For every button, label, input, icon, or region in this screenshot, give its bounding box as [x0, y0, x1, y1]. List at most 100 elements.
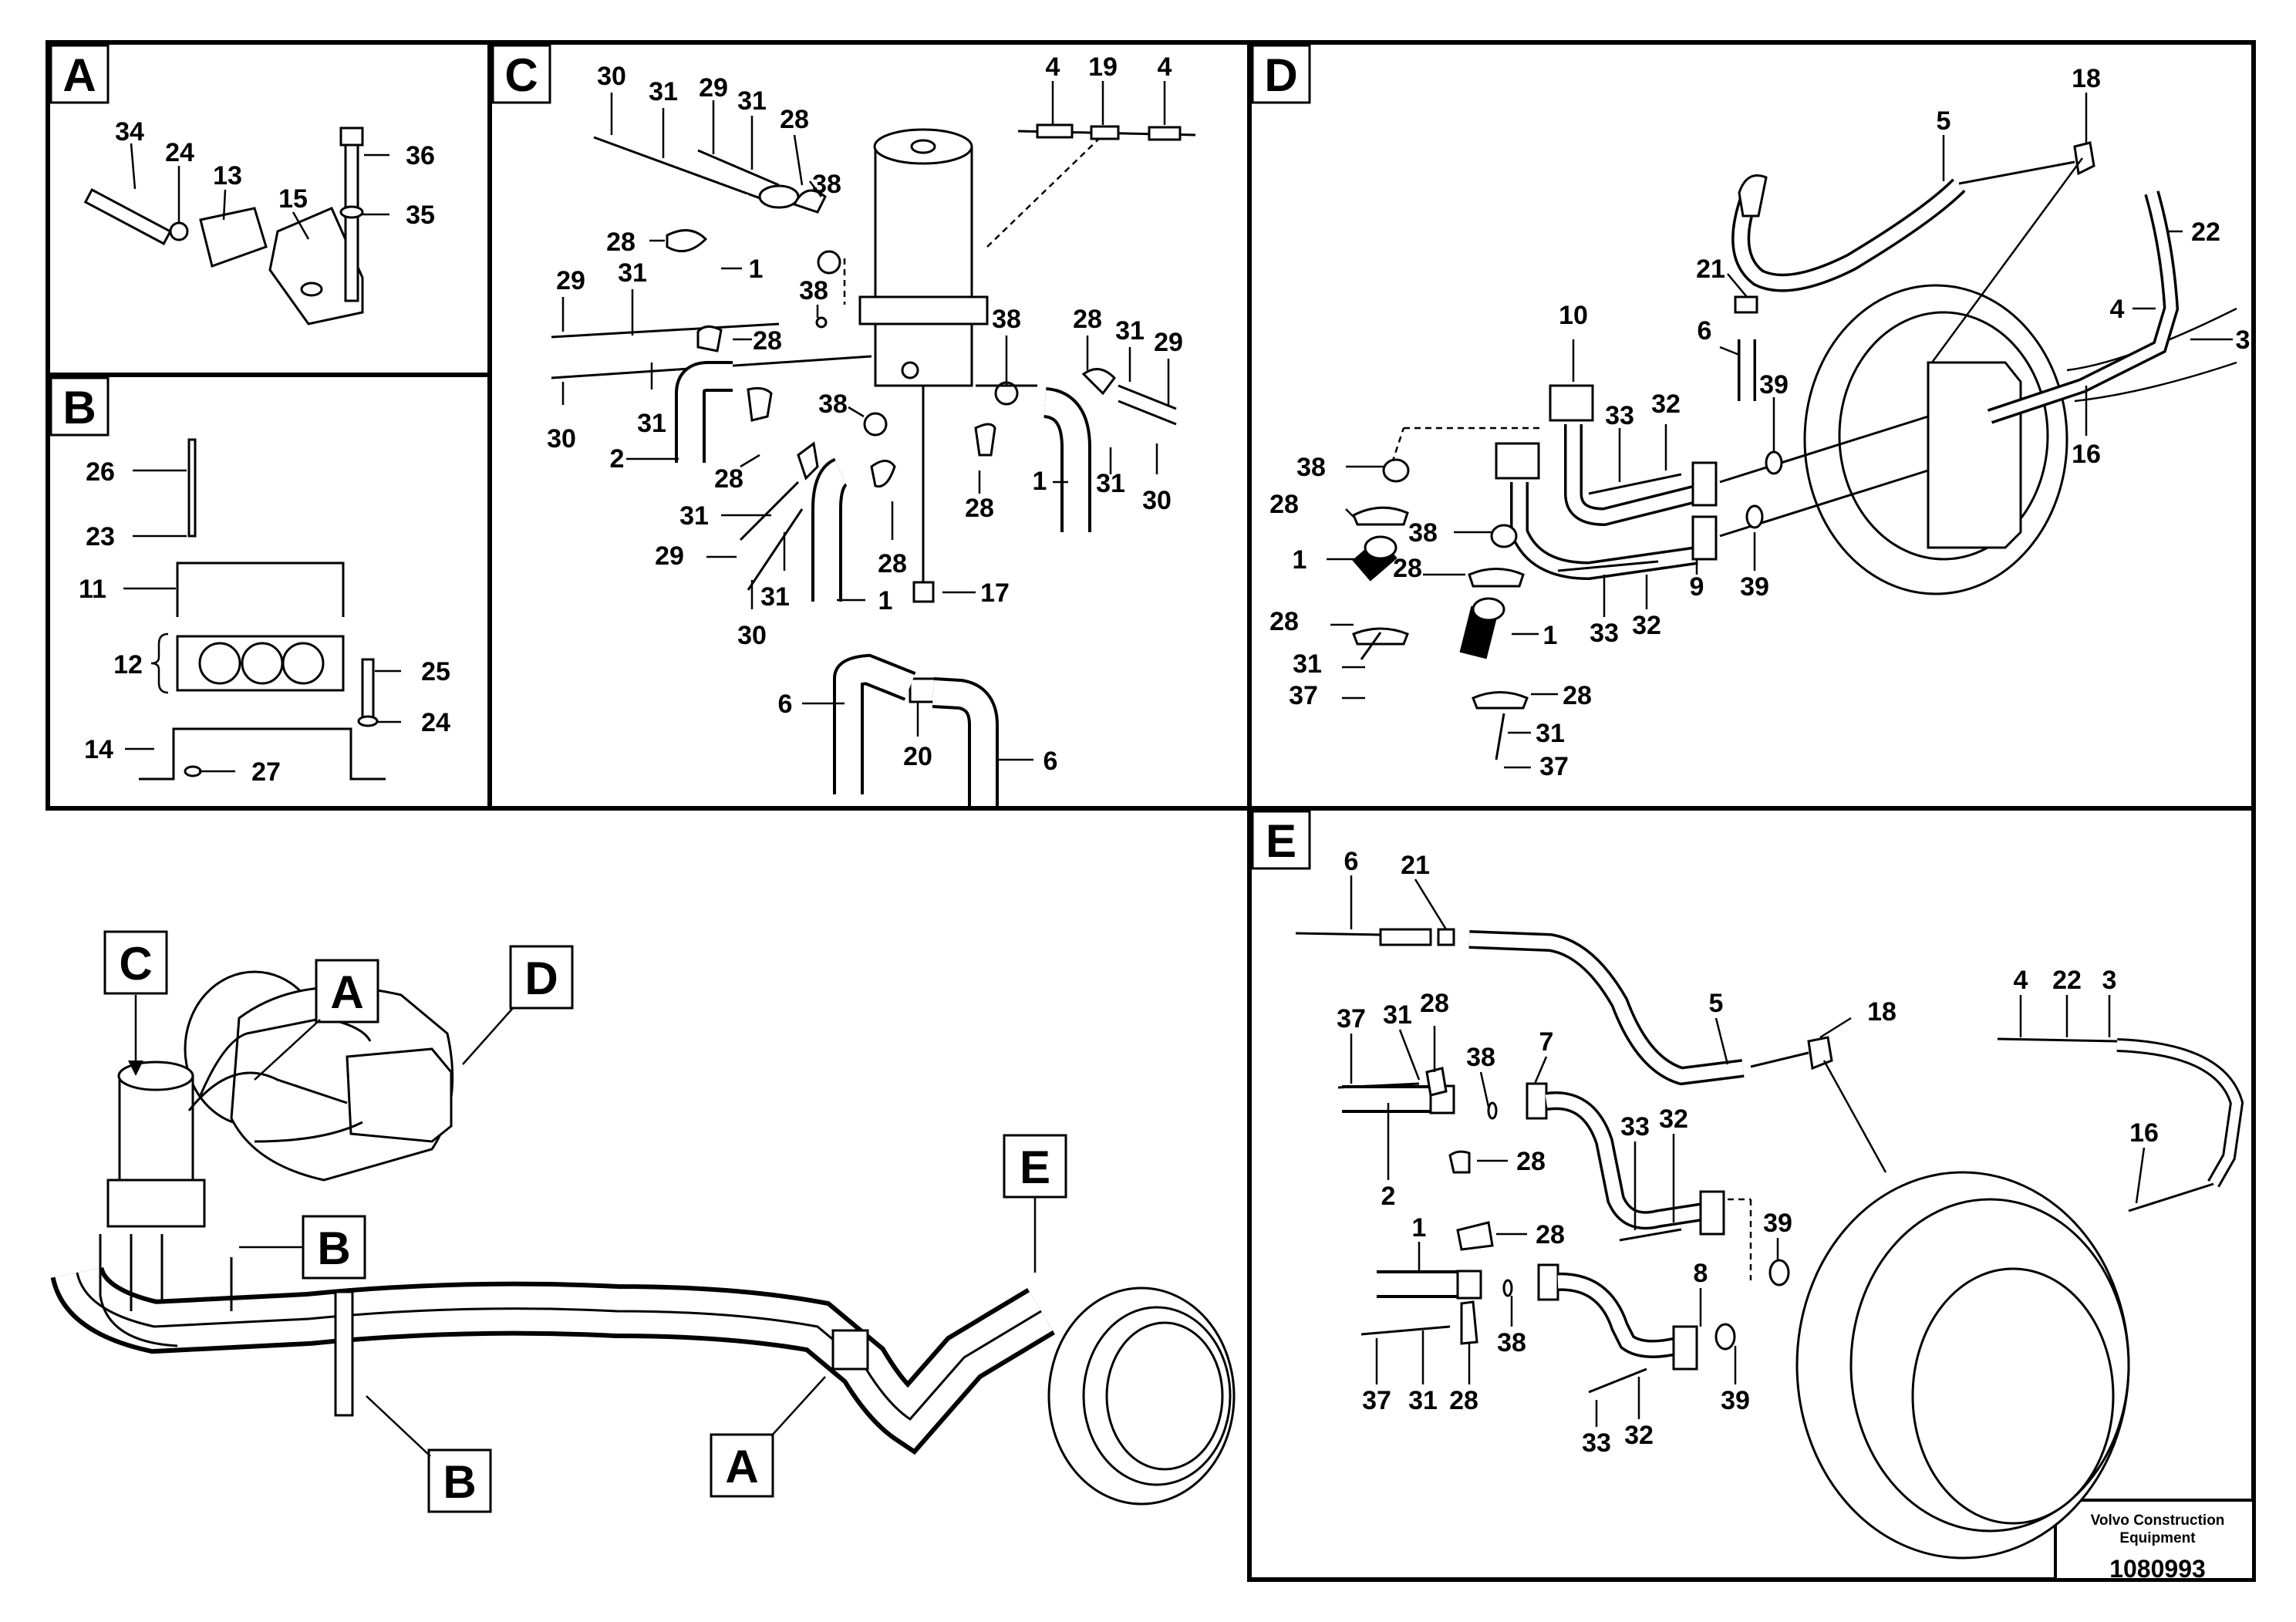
brand-line-1: Volvo Construction [2090, 1512, 2225, 1529]
label-1: 1 [878, 586, 893, 615]
callout-a-bottom-box[interactable] [710, 1433, 774, 1498]
swivel-block [874, 322, 973, 387]
callout-b-bottom-letter: B [443, 1456, 476, 1508]
label-14: 14 [84, 735, 113, 764]
label-31: 31 [1096, 469, 1125, 498]
flange-10 [1549, 384, 1594, 422]
panel-c-drawing: 30 31 29 31 28 4 19 4 38 28 1 38 29 31 2… [547, 52, 1196, 806]
label-38: 38 [1296, 453, 1326, 482]
label-4: 4 [2014, 966, 2028, 995]
label-34: 34 [115, 117, 144, 147]
label-33: 33 [1620, 1112, 1650, 1141]
label-33: 33 [1582, 1428, 1611, 1458]
label-28: 28 [714, 464, 743, 494]
callout-c-box[interactable] [103, 930, 168, 995]
label-37: 37 [1362, 1386, 1391, 1415]
label-15: 15 [278, 184, 308, 214]
callout-b-bottom-box[interactable] [427, 1448, 492, 1513]
callout-d-box[interactable] [509, 945, 574, 1010]
panel-e-drawing: 6 21 5 18 4 22 3 37 31 28 38 7 33 32 2 2… [1295, 847, 2244, 1560]
label-16: 16 [2129, 1118, 2159, 1148]
label-38: 38 [1466, 1043, 1495, 1072]
panel-a-letter: A [62, 49, 96, 101]
label-30: 30 [737, 621, 767, 650]
label-39: 39 [1763, 1209, 1792, 1238]
label-38: 38 [1408, 518, 1438, 548]
callout-b-right-box[interactable] [302, 1215, 366, 1280]
swivel-motor [874, 145, 973, 310]
panel-a-letter-box [49, 44, 110, 104]
label-21: 21 [1696, 255, 1725, 284]
flange-9 [1495, 442, 1540, 480]
callout-a-bottom-letter: A [725, 1441, 758, 1492]
label-33: 33 [1605, 401, 1634, 430]
part-number: 1080993 [2109, 1555, 2206, 1583]
label-28: 28 [780, 105, 809, 134]
label-29: 29 [655, 541, 684, 571]
panel-letter-boxes: A B C D E [49, 44, 1311, 870]
label-28: 28 [1393, 554, 1422, 583]
label-37: 37 [1337, 1004, 1366, 1034]
label-18: 18 [1867, 997, 1896, 1027]
label-22: 22 [2191, 218, 2220, 247]
label-29: 29 [1154, 328, 1183, 357]
label-1: 1 [1033, 467, 1047, 496]
label-28: 28 [1269, 490, 1299, 519]
bolt-34 [83, 188, 172, 245]
washer-24 [357, 715, 379, 727]
label-37: 37 [1539, 752, 1569, 781]
panel-c-letter: C [504, 49, 538, 101]
label-28: 28 [1269, 607, 1299, 636]
label-32: 32 [1651, 389, 1681, 419]
label-31: 31 [760, 582, 790, 612]
overview-drawing: C A D B E B A [50, 930, 1236, 1513]
label-1: 1 [749, 255, 764, 284]
panel-b-letter-box [49, 376, 110, 437]
label-33: 33 [1590, 619, 1619, 648]
label-28: 28 [606, 228, 636, 257]
label-20: 20 [903, 742, 932, 771]
label-9: 9 [1690, 572, 1704, 602]
label-27: 27 [251, 757, 281, 787]
label-4: 4 [2110, 295, 2125, 324]
label-3: 3 [2236, 325, 2250, 355]
callout-e-letter: E [1020, 1141, 1050, 1193]
panel-e-letter: E [1266, 815, 1296, 867]
label-29: 29 [556, 266, 585, 295]
label-29: 29 [699, 73, 728, 103]
label-32: 32 [1624, 1421, 1654, 1450]
label-30: 30 [547, 424, 576, 454]
label-21: 21 [1401, 851, 1430, 880]
label-4: 4 [1046, 52, 1060, 82]
label-2: 2 [610, 444, 625, 474]
clamp-b [334, 1290, 354, 1417]
label-23: 23 [86, 522, 115, 551]
callout-a-top-letter: A [330, 966, 363, 1018]
label-28: 28 [753, 326, 782, 356]
panel-d-frame [1247, 40, 2256, 811]
label-18: 18 [2072, 64, 2101, 93]
label-28: 28 [965, 494, 994, 523]
label-31: 31 [649, 77, 678, 106]
clamp-plate-11 [176, 561, 345, 617]
panel-d-letter-box [1251, 44, 1311, 104]
label-38: 38 [992, 305, 1021, 334]
label-39: 39 [1721, 1386, 1750, 1415]
label-31: 31 [1536, 719, 1565, 748]
label-1: 1 [1543, 621, 1558, 650]
callout-a-top-box[interactable] [315, 959, 379, 1023]
label-30: 30 [1142, 486, 1172, 515]
label-6: 6 [778, 690, 793, 719]
label-38: 38 [1497, 1328, 1526, 1357]
label-32: 32 [1632, 611, 1661, 640]
panel-c-letter-box [491, 44, 551, 104]
label-7: 7 [1539, 1027, 1554, 1057]
panel-d-letter: D [1264, 49, 1297, 101]
label-8: 8 [1694, 1259, 1708, 1288]
bolt-25 [361, 658, 375, 723]
label-35: 35 [406, 201, 435, 230]
label-31: 31 [737, 86, 767, 116]
clamp-13 [199, 207, 268, 268]
label-31: 31 [618, 258, 647, 288]
panel-a-drawing: 34 24 13 15 36 35 [83, 117, 435, 325]
